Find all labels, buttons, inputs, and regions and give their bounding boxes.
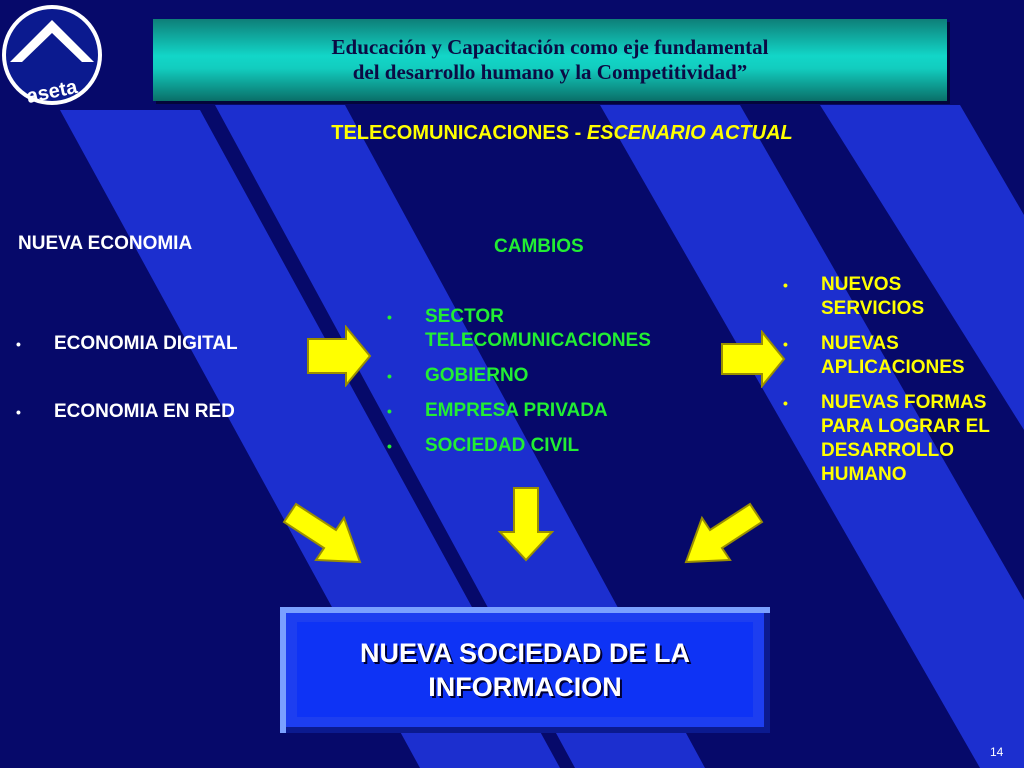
- left-list: •ECONOMIA DIGITAL •ECONOMIA EN RED: [16, 332, 238, 468]
- title-line-1: Educación y Capacitación como eje fundam…: [331, 35, 769, 59]
- arrow-right-icon: [307, 325, 372, 387]
- list-item: •EMPRESA PRIVADA: [387, 400, 608, 421]
- list-item: •GOBIERNO: [387, 365, 529, 386]
- arrow-down-icon: [498, 487, 554, 562]
- list-item: •ECONOMIA EN RED: [16, 401, 235, 422]
- arrow-right-icon: [721, 330, 786, 388]
- subtitle-scenario: ESCENARIO ACTUAL: [586, 122, 793, 144]
- list-item-text: NUEVAS FORMAS PARA LOGRAR EL DESARROLLO …: [821, 392, 990, 485]
- list-item: •NUEVAS APLICACIONES: [783, 332, 1018, 380]
- list-item: •SECTOR TELECOMUNICACIONES: [387, 305, 727, 353]
- list-item: •NUEVAS FORMAS PARA LOGRAR EL DESARROLLO…: [783, 391, 1018, 487]
- list-item-text: NUEVAS APLICACIONES: [821, 333, 965, 378]
- list-item-text: EMPRESA PRIVADA: [425, 400, 608, 421]
- subtitle-main: TELECOMUNICACIONES -: [331, 122, 587, 144]
- result-line-1: NUEVA SOCIEDAD DE LA: [359, 637, 691, 668]
- arrow-down-right-icon: [282, 502, 362, 564]
- list-item-text: ECONOMIA DIGITAL: [54, 333, 238, 354]
- middle-heading: CAMBIOS: [494, 236, 584, 257]
- right-list: •NUEVOS SERVICIOS •NUEVAS APLICACIONES •…: [783, 273, 1018, 498]
- title-line-2: del desarrollo humano y la Competitivida…: [352, 60, 748, 84]
- list-item-text: SOCIEDAD CIVIL: [425, 435, 580, 456]
- list-item: •ECONOMIA DIGITAL: [16, 333, 238, 354]
- title-banner: Educación y Capacitación como eje fundam…: [153, 19, 947, 101]
- list-item-text: NUEVOS SERVICIOS: [821, 274, 925, 319]
- list-item: •NUEVOS SERVICIOS: [783, 273, 1018, 321]
- list-item-text: GOBIERNO: [425, 365, 529, 386]
- arrow-down-left-icon: [684, 502, 764, 564]
- result-line-2: INFORMACION: [428, 671, 622, 702]
- left-heading: NUEVA ECONOMIA: [18, 233, 193, 254]
- result-box: NUEVA SOCIEDAD DE LA INFORMACION: [297, 622, 753, 717]
- subtitle: TELECOMUNICACIONES - ESCENARIO ACTUAL: [0, 122, 1024, 145]
- middle-list: •SECTOR TELECOMUNICACIONES •GOBIERNO •EM…: [387, 305, 727, 469]
- aseta-logo-icon: aseta: [2, 5, 102, 108]
- page-number: 14: [990, 745, 1004, 759]
- list-item: •SOCIEDAD CIVIL: [387, 435, 580, 456]
- list-item-text: ECONOMIA EN RED: [54, 401, 235, 422]
- list-item-text: SECTOR TELECOMUNICACIONES: [425, 306, 651, 351]
